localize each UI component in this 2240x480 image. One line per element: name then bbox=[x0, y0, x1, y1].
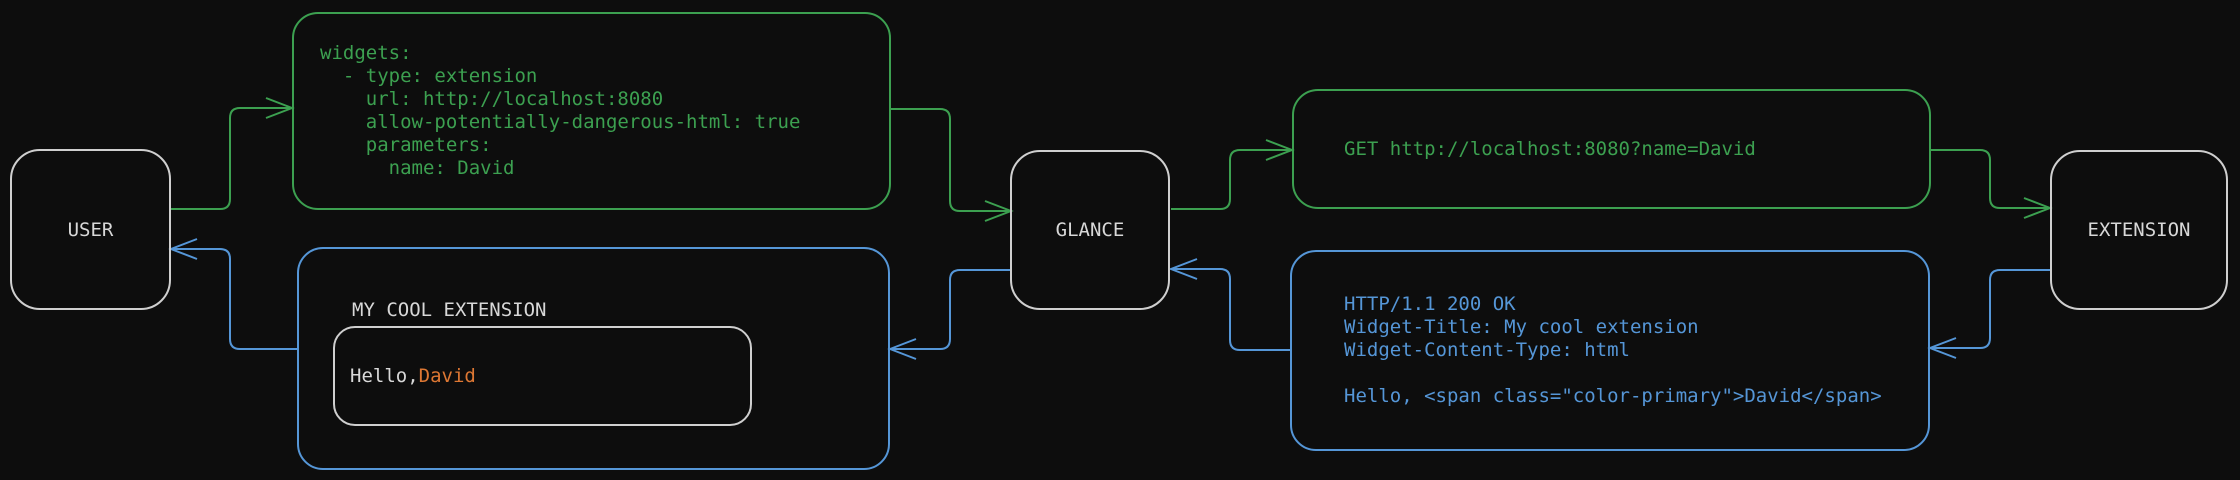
arrowhead-left-icon bbox=[1927, 337, 1957, 359]
arrowhead-right-icon bbox=[265, 97, 295, 119]
arrow-glance-to-request bbox=[1171, 139, 1295, 210]
widget-preview-title: MY COOL EXTENSION bbox=[352, 299, 547, 321]
extension-node: EXTENSION bbox=[2050, 150, 2228, 310]
user-node: USER bbox=[10, 149, 171, 310]
glance-node: GLANCE bbox=[1010, 150, 1170, 310]
http-request-box: GET http://localhost:8080?name=David bbox=[1292, 89, 1931, 209]
greeting-prefix: Hello, bbox=[350, 365, 419, 387]
extension-node-label: EXTENSION bbox=[2087, 219, 2191, 241]
http-response-code: HTTP/1.1 200 OK Widget-Title: My cool ex… bbox=[1344, 293, 1882, 407]
config-yaml-box: widgets: - type: extension url: http://l… bbox=[292, 12, 891, 210]
arrow-user-to-config bbox=[171, 97, 295, 210]
arrowhead-right-icon bbox=[2023, 197, 2053, 219]
arrow-extension-to-response bbox=[1927, 269, 2050, 359]
arrow-widget-to-user bbox=[168, 238, 297, 350]
arrow-glance-to-widget bbox=[887, 269, 1011, 360]
arrowhead-left-icon bbox=[1168, 258, 1198, 280]
arrow-response-to-glance bbox=[1168, 258, 1290, 351]
arrowhead-right-icon bbox=[1265, 139, 1295, 161]
arrowhead-left-icon bbox=[887, 338, 917, 360]
arrowhead-left-icon bbox=[168, 238, 198, 260]
http-request-code: GET http://localhost:8080?name=David bbox=[1344, 137, 1756, 160]
widget-content-box: Hello, David bbox=[333, 326, 752, 426]
arrowhead-right-icon bbox=[984, 200, 1014, 222]
arrow-config-to-glance bbox=[891, 108, 1014, 222]
greeting-name: David bbox=[418, 365, 476, 387]
widget-preview-box: MY COOL EXTENSION Hello, David bbox=[297, 247, 890, 470]
user-node-label: USER bbox=[67, 218, 114, 241]
glance-node-label: GLANCE bbox=[1055, 219, 1125, 241]
arrow-request-to-extension bbox=[1931, 149, 2053, 219]
config-yaml-code: widgets: - type: extension url: http://l… bbox=[320, 42, 801, 179]
http-response-box: HTTP/1.1 200 OK Widget-Title: My cool ex… bbox=[1290, 250, 1930, 451]
